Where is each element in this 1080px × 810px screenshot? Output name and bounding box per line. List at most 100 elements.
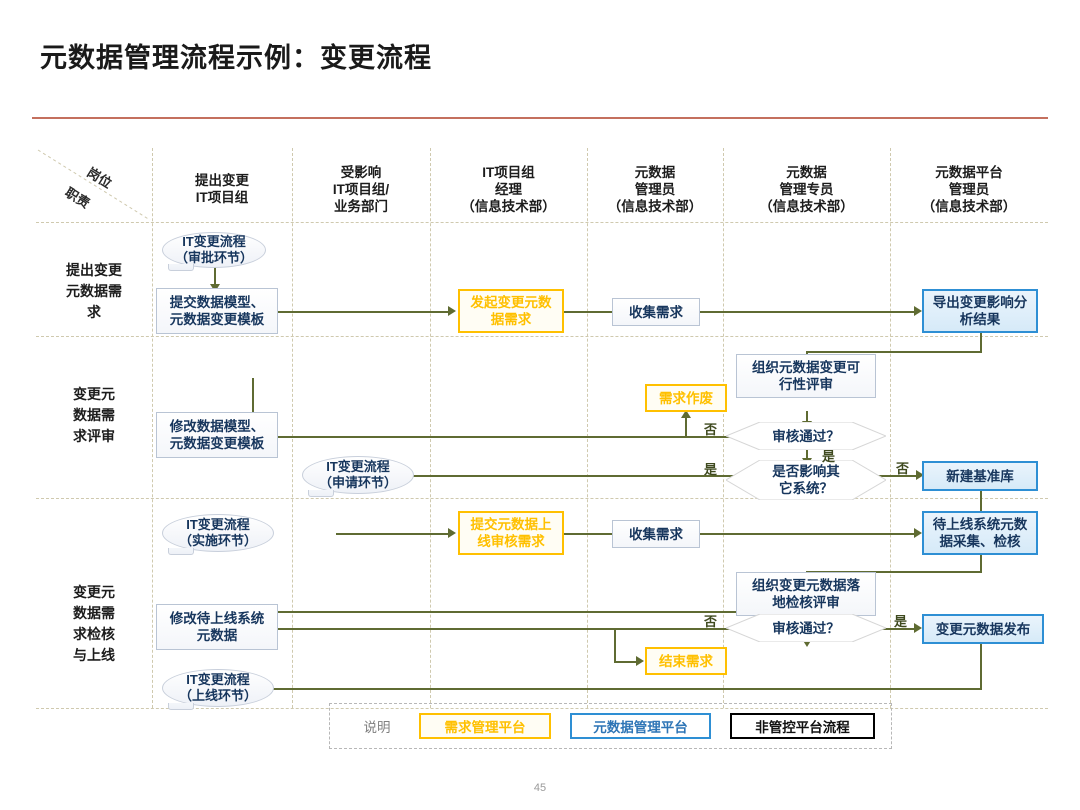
- arrow-review2-yes: [914, 623, 922, 633]
- edge-export-down: [980, 333, 982, 351]
- edge-label-review2-yes: 是: [894, 614, 908, 629]
- edge-review1-yes: [806, 448, 808, 462]
- edge-submit-to-initiate: [278, 311, 450, 313]
- legend-non-managed-flow[interactable]: 非管控平台流程: [730, 713, 875, 739]
- row2-line2: 求检核: [73, 626, 115, 642]
- row0-line2: 求: [87, 304, 101, 320]
- node-export-impact-analysis[interactable]: 导出变更影响分 析结果: [922, 289, 1038, 333]
- edge-label-review1-no: 否: [704, 422, 718, 437]
- node-initiate-change-request[interactable]: 发起变更元数 据需求: [458, 289, 564, 333]
- node-submit-online-review-request[interactable]: 提交元数据上 线审核需求: [458, 511, 564, 555]
- page-title: 元数据管理流程示例：变更流程: [40, 43, 432, 73]
- legend-title: 说明: [363, 720, 391, 735]
- row0-line0: 提出变更: [66, 262, 122, 278]
- node-end-request[interactable]: 结束需求: [645, 647, 727, 675]
- column-header-propose: 提出变更 IT项目组: [152, 172, 292, 206]
- row1-line1: 数据需: [73, 407, 115, 423]
- row-header-check-online: 变更元 数据需 求检核 与上线: [36, 582, 152, 666]
- node-affects-other-systems[interactable]: 是否影响其 它系统？: [726, 460, 886, 500]
- edge-approval-to-submit: [214, 266, 216, 286]
- phase-divider-1: [36, 336, 1048, 337]
- column-header-meta-specialist: 元数据 管理专员 （信息技术部）: [723, 164, 890, 215]
- node-submit-model-template[interactable]: 提交数据模型、 元数据变更模板: [156, 288, 278, 334]
- edge-pending-down: [980, 555, 982, 571]
- node-publish-change-metadata-label: 变更元数据发布: [935, 621, 1031, 637]
- node-collect-request-2[interactable]: 收集需求: [612, 520, 700, 548]
- lane-divider-4: [587, 148, 588, 708]
- node-submit-online-review-request-line1: 线审核需求: [477, 534, 545, 549]
- node-it-change-golive-line1: （上线环节）: [178, 688, 257, 703]
- node-review-passed-1-label: 审核通过？: [772, 428, 840, 444]
- row1-line2: 求评审: [73, 428, 115, 444]
- node-review-passed-2[interactable]: 审核通过？: [726, 614, 886, 642]
- node-it-change-approval[interactable]: IT变更流程 （审批环节）: [162, 232, 266, 268]
- row-header-propose: 提出变更 元数据需 求: [36, 260, 152, 323]
- edge-end-request-feed: [614, 628, 616, 662]
- node-review-passed-1[interactable]: 审核通过？: [726, 422, 886, 450]
- node-pending-online-collect-check[interactable]: 待上线系统元数 据采集、检核: [922, 511, 1038, 555]
- node-modify-model-template-line1: 元数据变更模板: [169, 436, 265, 451]
- node-modify-pending-online-metadata-line1: 元数据: [196, 628, 238, 643]
- node-initiate-change-request-line0: 发起变更元数: [470, 295, 552, 310]
- node-affects-other-systems-line1: 它系统？: [779, 481, 833, 496]
- arrow-collect2-to-pending: [914, 528, 922, 538]
- arrow-submit-to-initiate: [448, 306, 456, 316]
- swimlane-grid: 岗位 职责 提出变更 IT项目组 受影响 IT项目组/ 业务部门 IT项目组 经…: [36, 148, 1048, 710]
- node-modify-pending-online-metadata[interactable]: 修改待上线系统 元数据: [156, 604, 278, 650]
- node-it-change-implement[interactable]: IT变更流程 （实施环节）: [162, 514, 274, 552]
- node-create-baseline-db-label: 新建基准库: [946, 468, 1014, 484]
- node-submit-model-template-line1: 元数据变更模板: [169, 312, 265, 327]
- node-organize-feasibility-review[interactable]: 组织元数据变更可 行性评审: [736, 354, 876, 398]
- row-header-review: 变更元 数据需 求评审: [36, 384, 152, 447]
- row1-line0: 变更元: [73, 386, 115, 402]
- phase-divider-bottom: [36, 708, 1048, 709]
- col2-line1: 经理: [495, 182, 522, 197]
- edge-publish-down: [980, 644, 982, 688]
- col1-line1: IT项目组/: [332, 182, 390, 197]
- node-modify-model-template-line0: 修改数据模型、: [169, 419, 265, 434]
- node-it-change-golive[interactable]: IT变更流程 （上线环节）: [162, 669, 274, 707]
- lane-divider-6: [890, 148, 891, 708]
- legend-requirement-platform[interactable]: 需求管理平台: [419, 713, 551, 739]
- edge-implement-to-submit-online: [336, 533, 450, 535]
- title-divider: [32, 117, 1048, 119]
- col5-line2: （信息技术部）: [921, 199, 1017, 214]
- node-collect-request-1[interactable]: 收集需求: [612, 298, 700, 326]
- row2-line1: 数据需: [73, 605, 115, 621]
- node-it-change-apply[interactable]: IT变更流程 （申请环节）: [302, 456, 414, 494]
- edge-to-end-request: [614, 661, 638, 663]
- edge-label-affects-no: 否: [896, 461, 910, 476]
- row2-line3: 与上线: [73, 647, 115, 663]
- column-header-affected: 受影响 IT项目组/ 业务部门: [292, 164, 430, 215]
- col4-line2: （信息技术部）: [759, 199, 854, 214]
- edge-affects-yes: [338, 475, 768, 477]
- legend: 说明 需求管理平台 元数据管理平台 非管控平台流程: [329, 703, 892, 749]
- node-it-change-apply-line1: （申请环节）: [318, 475, 397, 490]
- node-create-baseline-db[interactable]: 新建基准库: [922, 461, 1038, 491]
- ellipse-tail-apply: [308, 490, 334, 497]
- edge-export-left: [806, 351, 982, 353]
- col3-line0: 元数据: [634, 165, 676, 180]
- edge-baseline-down: [980, 491, 982, 529]
- node-organize-landing-check-review[interactable]: 组织变更元数据落 地检核评审: [736, 572, 876, 616]
- arrow-implement-to-submit-online: [448, 528, 456, 538]
- phase-divider-2: [36, 498, 1048, 499]
- edge-affects-no: [844, 475, 918, 477]
- legend-metadata-platform[interactable]: 元数据管理平台: [570, 713, 711, 739]
- ellipse-tail-approval: [168, 264, 194, 271]
- node-modify-model-template[interactable]: 修改数据模型、 元数据变更模板: [156, 412, 278, 458]
- col1-line2: 业务部门: [334, 199, 388, 214]
- col4-line0: 元数据: [786, 165, 827, 180]
- node-request-discarded[interactable]: 需求作废: [645, 384, 727, 412]
- page-number: 45: [533, 782, 547, 794]
- node-it-change-golive-line0: IT变更流程: [186, 672, 250, 687]
- node-publish-change-metadata[interactable]: 变更元数据发布: [922, 614, 1044, 644]
- node-it-change-approval-line1: （审批环节）: [174, 250, 253, 265]
- node-submit-online-review-request-line0: 提交元数据上: [470, 517, 552, 532]
- node-affects-other-systems-line0: 是否影响其: [772, 464, 840, 479]
- lane-divider-5: [723, 148, 724, 708]
- node-review-passed-2-label: 审核通过？: [772, 620, 840, 636]
- edge-review2-no: [208, 628, 768, 630]
- edge-initiate-to-collect1: [564, 311, 640, 313]
- edge-collect2-to-pending: [700, 533, 916, 535]
